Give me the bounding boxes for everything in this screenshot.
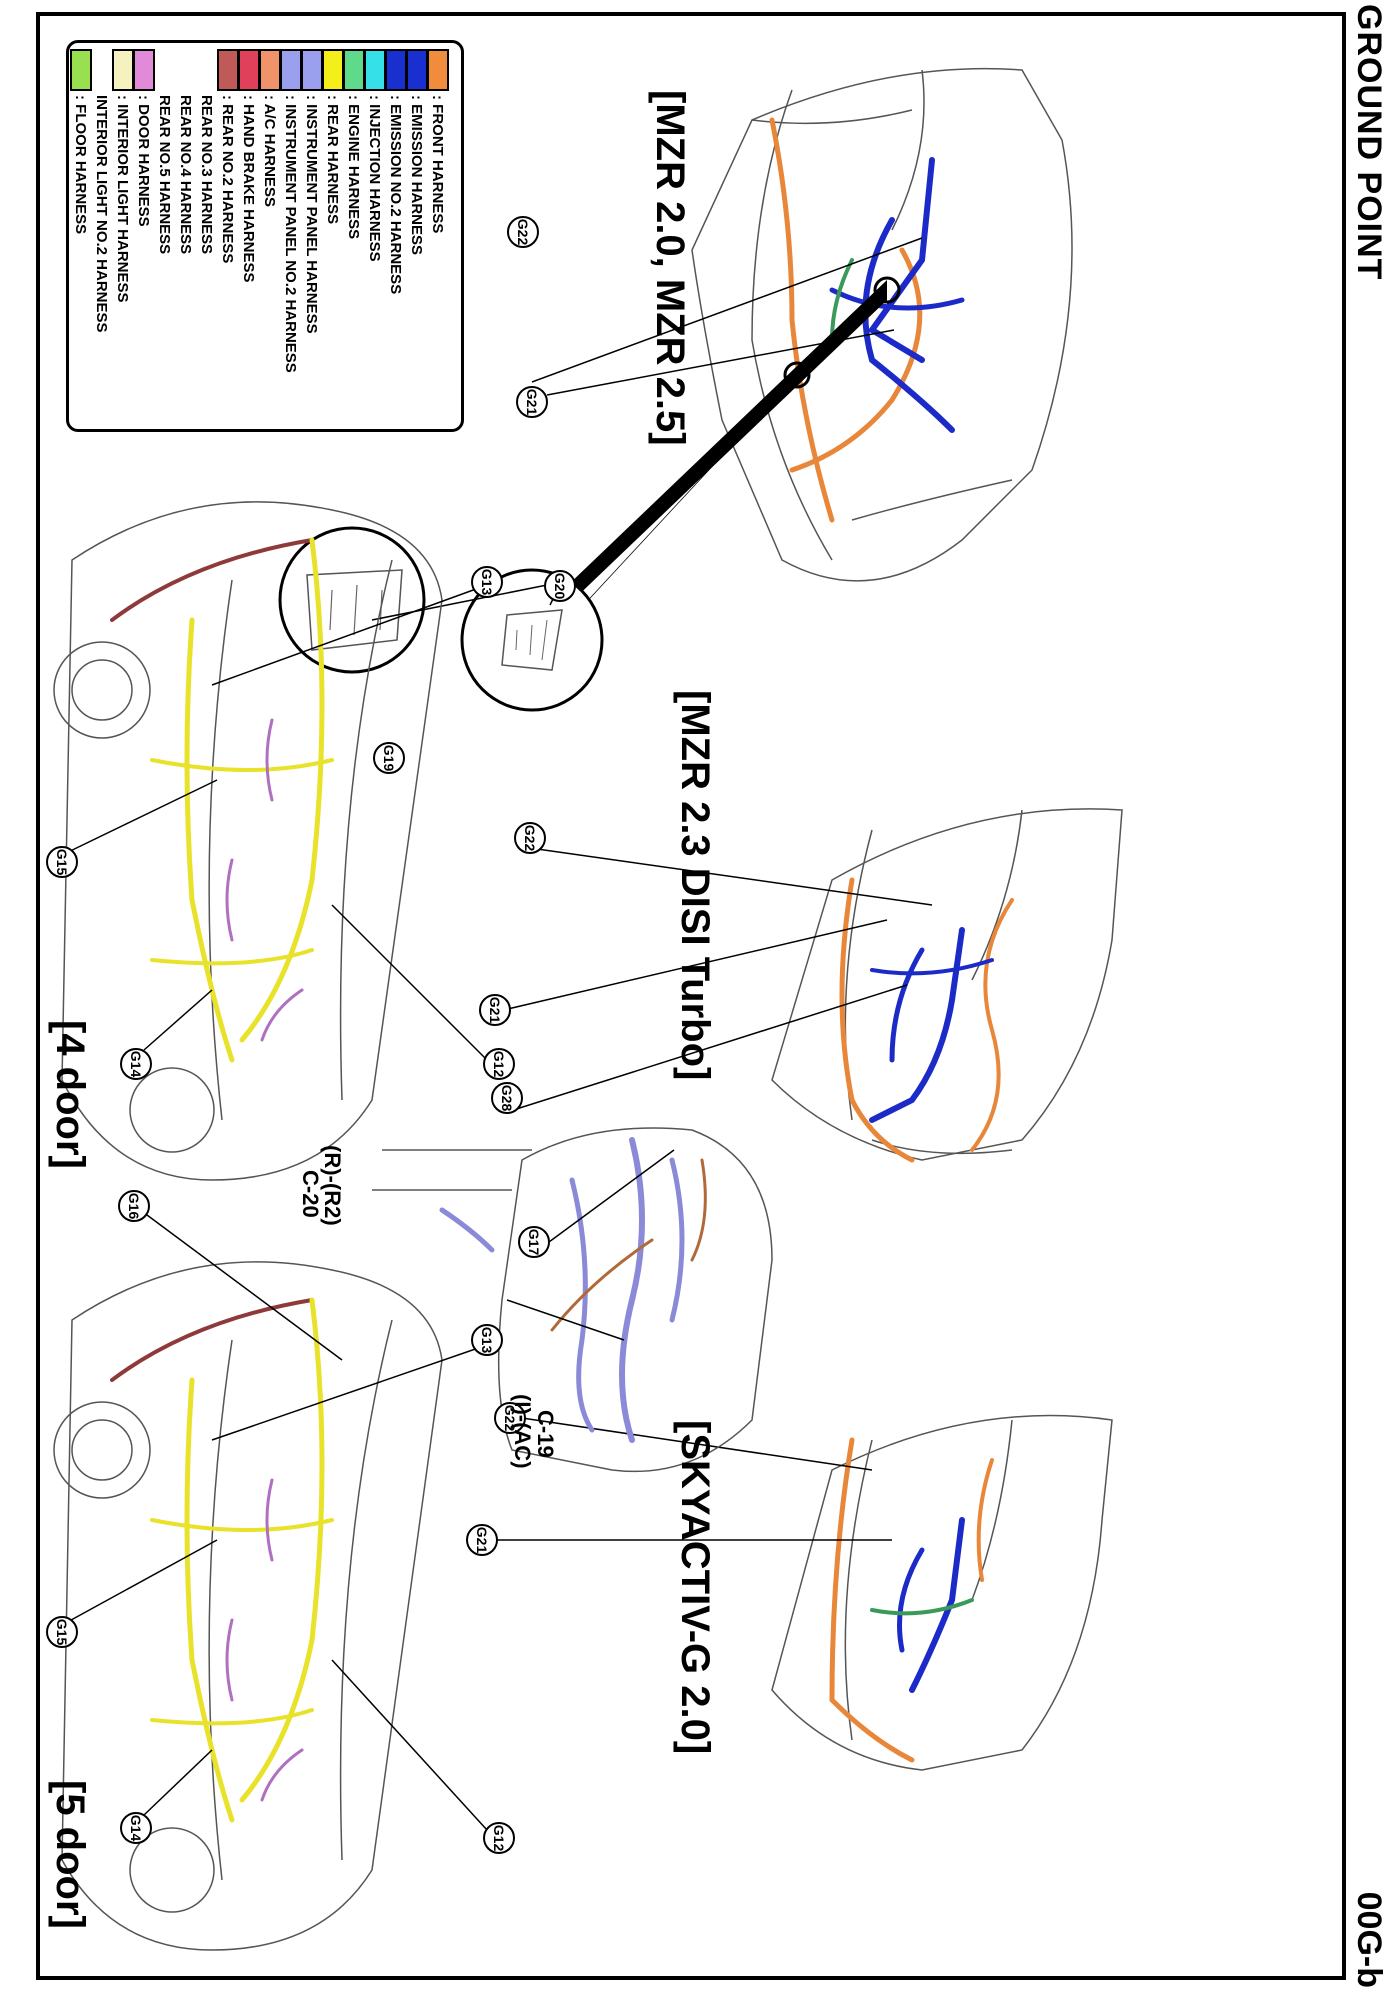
callouts-disi <box>494 847 933 1113</box>
engine-view-mzr20 <box>691 67 1073 582</box>
callouts-4door <box>61 584 488 1061</box>
wires-mzr20 <box>769 117 965 523</box>
legend-label: : DOOR HARNESS <box>135 95 153 227</box>
gp-disi-g21: G21 <box>479 994 511 1026</box>
connector-c20: C-20 <box>298 1170 323 1218</box>
gp-label: G21 <box>487 997 503 1024</box>
legend-label: INTERIOR LIGHT NO.2 HARNESS <box>93 95 111 333</box>
wires-4door <box>110 537 334 1063</box>
callouts-dashboard <box>506 1149 675 1341</box>
legend-label: : FRONT HARNESS <box>429 95 447 234</box>
gp-label: G20 <box>552 573 568 600</box>
gp-mzr20-g20: G20 <box>544 570 576 602</box>
legend-label: : REAR HARNESS <box>324 95 342 225</box>
gp-mzr20-g21: G21 <box>516 386 548 418</box>
legend-label: : INTERIOR LIGHT HARNESS <box>114 95 132 303</box>
gp-5door-g13: G13 <box>471 1324 503 1356</box>
gp-label: G12 <box>491 1051 507 1078</box>
wires-dashboard <box>439 1137 707 1443</box>
gp-label: G16 <box>126 1193 142 1220</box>
callouts-5door <box>61 1214 488 1831</box>
wires-disi <box>839 877 1014 1163</box>
wires-5door <box>110 1297 334 1823</box>
view-title-skyactiv: [SKYACTIV-G 2.0] <box>673 1420 717 1755</box>
view-title-5door: [5 door] <box>48 1780 92 1929</box>
harness-legend: : FRONT HARNESS: EMISSION HARNESS: EMISS… <box>66 40 464 432</box>
view-title-4door: [4 door] <box>48 1020 92 1169</box>
gp-label: G28 <box>499 1085 515 1112</box>
inset-g20 <box>460 568 604 712</box>
gp-label: G14 <box>128 1051 144 1078</box>
gp-label: G13 <box>479 569 495 596</box>
gp-4door-g15: G15 <box>46 846 78 878</box>
legend-label: : A/C HARNESS <box>261 95 279 207</box>
connector-c19: C-19 <box>533 1410 558 1458</box>
gp-5door-g12: G12 <box>483 1822 515 1854</box>
gp-mzr20-g19: G19 <box>373 742 405 774</box>
inset-g19 <box>278 526 426 674</box>
connector-c19-pins: (I)-(AC) <box>510 1394 535 1469</box>
legend-label: : INSTRUMENT PANEL HARNESS <box>303 95 321 334</box>
gp-skyactiv-g21: G21 <box>466 1524 498 1556</box>
legend-label: REAR NO.5 HARNESS <box>156 95 174 255</box>
callouts-mzr20 <box>371 237 923 621</box>
gp-4door-g13: G13 <box>471 566 503 598</box>
gp-5door-g15: G15 <box>46 1616 78 1648</box>
gp-label: G22 <box>502 1405 518 1432</box>
legend-label: : INSTRUMENT PANEL NO.2 HARNESS <box>282 95 300 373</box>
gp-5door-g14: G14 <box>120 1812 152 1844</box>
legend-label: : REAR NO.2 HARNESS <box>219 95 237 264</box>
connector-c20-pins: (R)-(R2) <box>320 1145 345 1226</box>
callouts-skyactiv <box>497 1417 892 1541</box>
legend-label: : EMISSION NO.2 HARNESS <box>387 95 405 295</box>
view-title-disi: [MZR 2.3 DISI Turbo] <box>673 690 717 1081</box>
gp-label: G15 <box>54 849 70 876</box>
legend-label: : FLOOR HARNESS <box>72 95 90 235</box>
engine-view-skyactiv <box>771 1414 1113 1771</box>
legend-label: : INJECTION HARNESS <box>366 95 384 262</box>
gp-label: G19 <box>381 745 397 772</box>
gp-label: G22 <box>522 825 538 852</box>
gp-label: G21 <box>524 389 540 416</box>
gp-5door-g16: G16 <box>118 1190 150 1222</box>
gp-mzr20-g22: G22 <box>507 216 539 248</box>
gp-label: G12 <box>491 1825 507 1852</box>
gp-label: G13 <box>479 1327 495 1354</box>
vehicle-view-5door <box>53 1261 443 1951</box>
dashboard-view <box>372 1127 773 1473</box>
engine-view-disi <box>771 808 1123 1161</box>
legend-label: REAR NO.4 HARNESS <box>177 95 195 255</box>
gp-4door-g12: G12 <box>483 1048 515 1080</box>
gp-disi-g22: G22 <box>514 822 546 854</box>
gp-dash-g17: G17 <box>518 1226 550 1258</box>
gp-label: G22 <box>515 219 531 246</box>
gp-label: G15 <box>54 1619 70 1646</box>
gp-skyactiv-g22: G22 <box>494 1402 526 1434</box>
gp-label: G21 <box>474 1527 490 1554</box>
legend-item: : FLOOR HARNESS <box>66 49 96 234</box>
gp-label: G14 <box>128 1815 144 1842</box>
legend-label: : EMISSION HARNESS <box>408 95 426 256</box>
wires-skyactiv <box>829 1437 994 1763</box>
gp-4door-g14: G14 <box>120 1048 152 1080</box>
legend-label: : HAND BRAKE HARNESS <box>240 95 258 283</box>
legend-swatch <box>70 49 92 91</box>
legend-label: : ENGINE HARNESS <box>345 95 363 240</box>
gp-disi-g28: G28 <box>491 1082 523 1114</box>
gp-label: G17 <box>526 1229 542 1256</box>
legend-label: REAR NO.3 HARNESS <box>198 95 216 255</box>
vehicle-view-4door <box>53 501 443 1181</box>
view-title-mzr20: [MZR 2.0, MZR 2.5] <box>648 90 692 446</box>
